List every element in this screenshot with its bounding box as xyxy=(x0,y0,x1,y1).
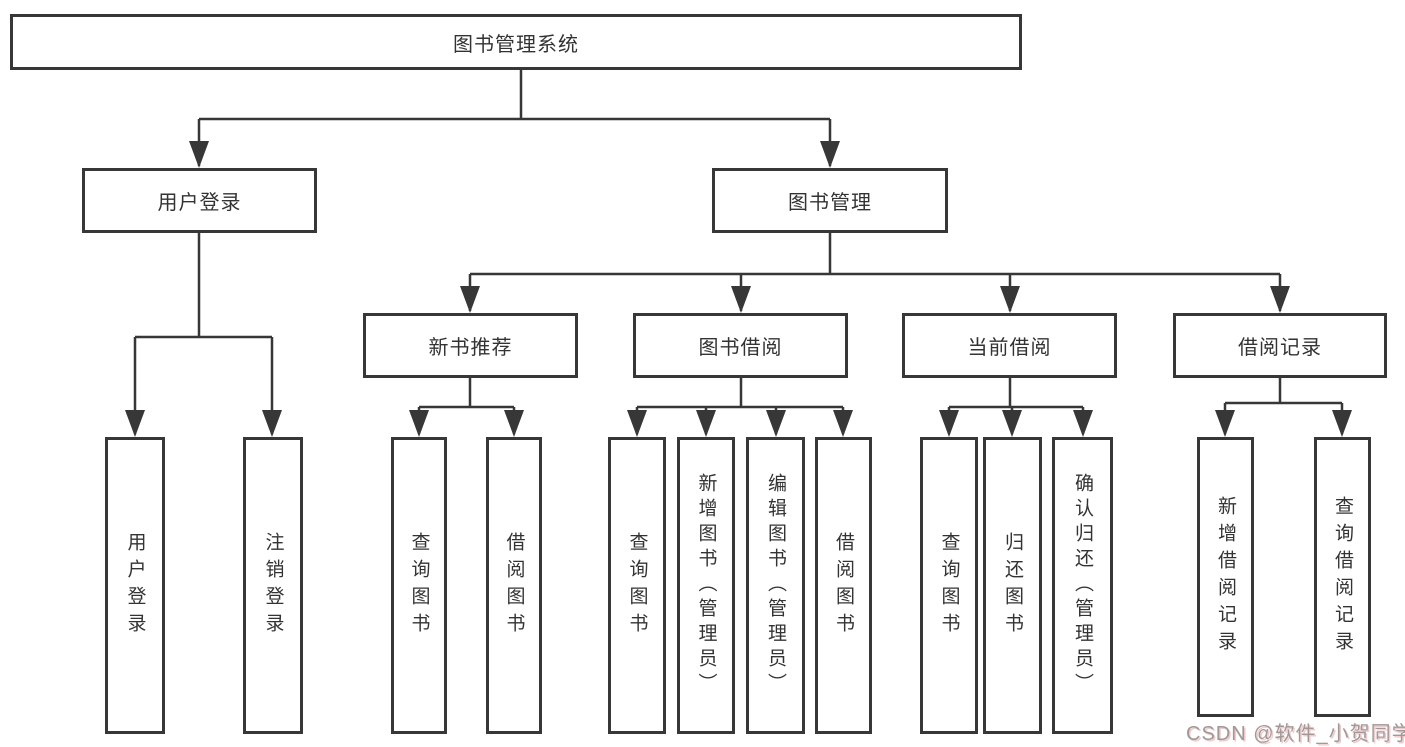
node-book-management-label: 图书管理 xyxy=(788,192,872,214)
leaf-bb-query-book: 查询图书 xyxy=(608,437,666,734)
leaf-br-query-record: 查询借阅记录 xyxy=(1314,437,1371,717)
leaf-cb-query-book: 查询图书 xyxy=(920,437,978,734)
leaf-logout-label: 注销登录 xyxy=(262,531,284,640)
leaf-nb-borrow-book-label: 借阅图书 xyxy=(503,531,525,640)
node-user-login: 用户登录 xyxy=(82,168,317,233)
leaf-nb-query-book-label: 查询图书 xyxy=(408,531,430,640)
node-current-borrow-label: 当前借阅 xyxy=(967,337,1052,359)
node-new-book-recommend: 新书推荐 xyxy=(363,313,578,378)
leaf-cb-return-book-label: 归还图书 xyxy=(1002,531,1023,640)
leaf-bb-add-book-admin-label: 新增图书（管理员） xyxy=(695,473,717,698)
leaf-logout: 注销登录 xyxy=(243,437,303,734)
node-root-label: 图书管理系统 xyxy=(453,33,579,56)
leaf-bb-add-book-admin: 新增图书（管理员） xyxy=(677,437,735,734)
leaf-bb-edit-book-admin-label: 编辑图书（管理员） xyxy=(765,473,786,698)
leaf-br-add-record-label: 新增借阅记录 xyxy=(1215,496,1236,658)
leaf-br-add-record: 新增借阅记录 xyxy=(1197,437,1254,717)
node-new-book-recommend-label: 新书推荐 xyxy=(428,337,513,359)
leaf-cb-confirm-return-admin: 确认归还（管理员） xyxy=(1052,437,1113,734)
node-book-management: 图书管理 xyxy=(712,168,948,233)
leaf-user-login: 用户登录 xyxy=(105,437,165,734)
leaf-nb-borrow-book: 借阅图书 xyxy=(486,437,542,734)
leaf-nb-query-book: 查询图书 xyxy=(391,437,447,734)
csdn-watermark: CSDN @软件_小贺同学 xyxy=(1186,723,1405,745)
node-book-borrow-label: 图书借阅 xyxy=(698,337,783,359)
node-borrow-records: 借阅记录 xyxy=(1173,313,1387,378)
node-book-borrow: 图书借阅 xyxy=(633,313,848,378)
node-root: 图书管理系统 xyxy=(10,14,1022,70)
node-current-borrow: 当前借阅 xyxy=(902,313,1117,378)
leaf-cb-confirm-return-admin-label: 确认归还（管理员） xyxy=(1072,473,1093,698)
node-borrow-records-label: 借阅记录 xyxy=(1238,337,1322,359)
leaf-cb-return-book: 归还图书 xyxy=(983,437,1042,734)
leaf-bb-edit-book-admin: 编辑图书（管理员） xyxy=(746,437,805,734)
leaf-br-query-record-label: 查询借阅记录 xyxy=(1332,496,1353,658)
leaf-user-login-label: 用户登录 xyxy=(124,531,146,640)
leaf-cb-query-book-label: 查询图书 xyxy=(938,531,960,640)
leaf-bb-query-book-label: 查询图书 xyxy=(626,531,648,640)
leaf-bb-borrow-book-label: 借阅图书 xyxy=(833,531,854,640)
leaf-bb-borrow-book: 借阅图书 xyxy=(815,437,872,734)
node-user-login-label: 用户登录 xyxy=(157,192,242,214)
